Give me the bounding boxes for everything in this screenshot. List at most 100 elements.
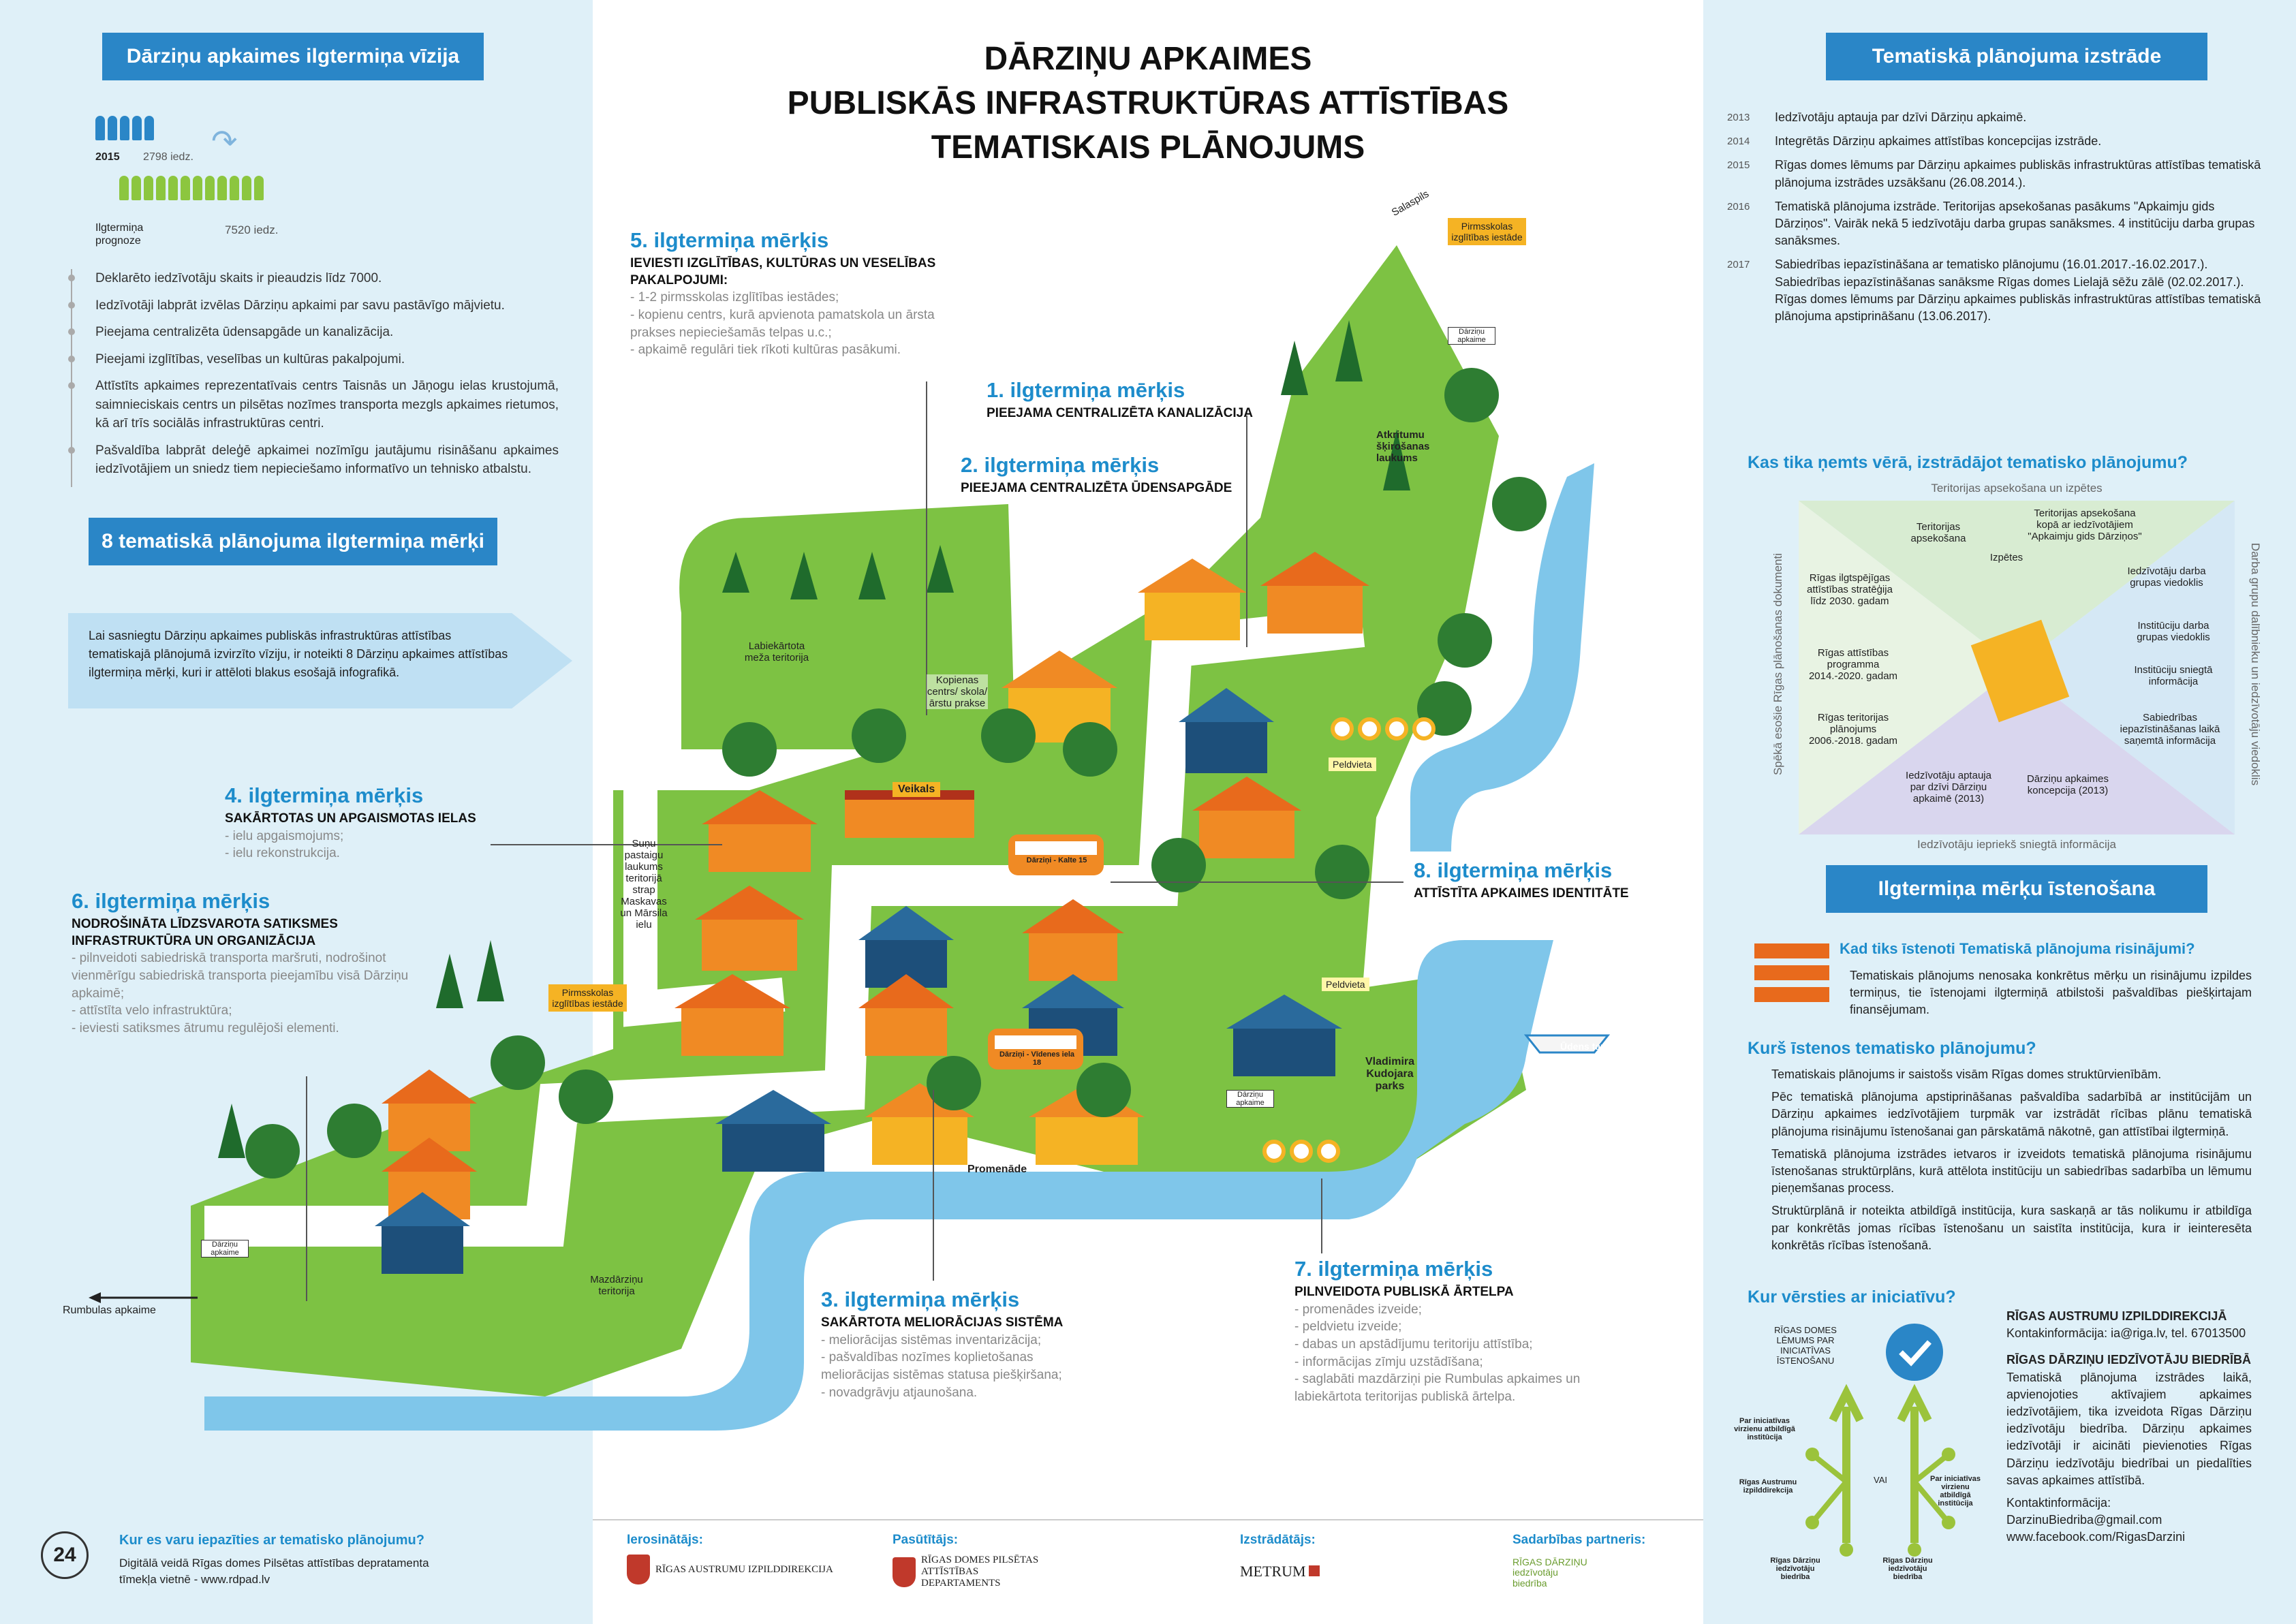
diagram-background xyxy=(1799,501,2235,834)
label-swimming-south: Peldvieta xyxy=(1322,978,1369,991)
label-park: Vladimira Kudojara parks xyxy=(1365,1056,1415,1092)
contacts: RĪGAS AUSTRUMU IZPILDDIREKCIJĀ Kontakinf… xyxy=(2006,1308,2252,1546)
goal-item: - saglabāti mazdārziņi pie Rumbulas apka… xyxy=(1294,1372,1581,1404)
diagram-left-label: Spēkā esošie Rīgas plānošanas dokumenti xyxy=(1771,552,1784,776)
footer-label: Izstrādātājs: xyxy=(1240,1533,1316,1547)
goals-ribbon: 8 tematiskā plānojuma ilgtermiņa mērķi xyxy=(89,518,497,565)
signpost-icon xyxy=(1754,943,1829,1002)
diagram-cell: Teritorijas apsekošana xyxy=(1910,521,1966,544)
goal-item: - peldvietu izveide; xyxy=(1294,1320,1402,1334)
person-icon xyxy=(217,176,227,200)
label-community-center: Kopienas centrs/ skola/ ārstu prakse xyxy=(927,674,988,709)
house-icon xyxy=(1022,899,1124,981)
diagram-right-label: Darba grupu dalībnieku un iedzīvotāju vi… xyxy=(2249,542,2262,786)
timeline-year: 2016 xyxy=(1727,200,1750,213)
contact-text: Tematiskā plānojuma izstrādes laikā, apv… xyxy=(2006,1370,2252,1487)
bus-label: Dārziņi - Kalte 15 xyxy=(1026,856,1087,864)
goal-title: 1. ilgtermiņa mērķis xyxy=(987,378,1185,402)
diagram-cell: Institūciju darba grupas viedoklis xyxy=(2137,620,2210,643)
sign-darzinu-north: Dārziņu apkaime xyxy=(1448,327,1495,345)
divider xyxy=(593,1519,1703,1520)
diagram-cell: Rīgas teritorijas plānojums 2006.-2018. … xyxy=(1808,712,1898,747)
label-preschool-north: Pirmsskolas izglītības iestāde xyxy=(1448,218,1526,245)
list-item: Iedzīvotāji labprāt izvēlas Dārziņu apka… xyxy=(68,296,559,315)
vision-list: Deklarēto iedzīvotāju skaits ir pieaudzi… xyxy=(68,269,559,487)
goal-1: 1. ilgtermiņa mērķis PIEEJAMA CENTRALIZĒ… xyxy=(987,378,1273,422)
goal-subtitle: PIEEJAMA CENTRALIZĒTA ŪDENSAPGĀDE xyxy=(961,481,1232,495)
footer-label: Sadarbības partneris: xyxy=(1512,1533,1646,1547)
house-icon xyxy=(1260,552,1369,634)
flow-label: Par iniciatīvas virzienu atbildīgā insti… xyxy=(1930,1475,1981,1508)
question-who: Kurš īstenos tematisko plānojumu? xyxy=(1748,1039,2036,1058)
label-swimming-north: Peldvieta xyxy=(1329,758,1376,771)
list-item: Pašvaldība labprāt deleģē apkaimei nozīm… xyxy=(68,441,559,479)
sign-darzinu-west: Dārziņu apkaime xyxy=(201,1240,249,1258)
goal-item: - kopienu centrs, kurā apvienota pamatsk… xyxy=(630,308,935,340)
contact-title: RĪGAS DĀRZIŅU IEDZĪVOTĀJU BIEDRĪBĀ xyxy=(2006,1353,2252,1367)
year-label: 2015 xyxy=(95,151,120,163)
paragraph: Tematiskā plānojuma izstrādes ietvaros i… xyxy=(1771,1146,2252,1196)
answer-when: Tematiskais plānojums nenosaka konkrētus… xyxy=(1850,969,2252,1017)
house-icon xyxy=(702,790,818,872)
initiative-flow xyxy=(1805,1324,1955,1557)
population-now xyxy=(95,116,273,144)
goal-7: 7. ilgtermiņa mērķis PILNVEIDOTA PUBLISK… xyxy=(1294,1257,1581,1406)
arrowhead-icon xyxy=(89,1292,101,1303)
footer-label: Pasūtītājs: xyxy=(893,1533,959,1547)
goal-subtitle: ATTĪSTĪTA APKAIMES IDENTITĀTE xyxy=(1414,886,1629,901)
goal-item: - meliorācijas sistēmas inventarizācija; xyxy=(821,1332,1042,1347)
forest-area xyxy=(679,504,1015,749)
flow-top-label: RĪGAS DOMES LĒMUMS PAR INICIATĪVAS ĪSTEN… xyxy=(1774,1325,1837,1366)
footer-org: METRUM xyxy=(1240,1563,1306,1580)
goal-6: 6. ilgtermiņa mērķis NODROŠINĀTA LĪDZSVA… xyxy=(72,889,419,1037)
footer-answer[interactable]: Digitālā veidā Rīgas domes Pilsētas attī… xyxy=(119,1557,429,1586)
label-water-taxi: Ūdens taxi xyxy=(1560,1041,1609,1052)
population-forecast xyxy=(119,176,324,204)
goal-subtitle: SAKĀRTOTAS UN APGAISMOTAS IELAS xyxy=(225,811,476,826)
goal-item: - informācijas zīmju uzstādīšana; xyxy=(1294,1354,1483,1369)
river-branch xyxy=(1410,463,1594,852)
goal-item: - ielu rekonstrukcija. xyxy=(225,846,340,861)
question-initiative: Kur vērsties ar iniciatīvu? xyxy=(1748,1287,1956,1307)
metrum-logo: METRUM xyxy=(1240,1563,1320,1580)
contact-info[interactable]: Kontaktinformācija: DarzinuBiedriba@gmai… xyxy=(2006,1495,2186,1544)
flow-label: Rīgas Dārziņu iedzīvotāju biedrība xyxy=(1882,1557,1933,1581)
river xyxy=(204,940,1553,1431)
footer-left: Kur es varu iepazīties ar tematisko plān… xyxy=(119,1533,460,1588)
person-icon xyxy=(205,176,215,200)
person-icon xyxy=(254,176,264,200)
person-icon xyxy=(132,116,142,140)
goal-item: - promenādes izveide; xyxy=(1294,1302,1422,1317)
flower-icon xyxy=(1262,717,1436,1163)
goal-title: 4. ilgtermiņa mērķis xyxy=(225,783,424,807)
footer-label: Ierosinātājs: xyxy=(627,1533,703,1547)
logo-24-icon: 24 xyxy=(41,1531,89,1579)
boat-icon xyxy=(1523,1034,1611,1054)
label-rumbulas: Rumbulas apkaime xyxy=(63,1305,156,1316)
metrum-mark-icon xyxy=(1308,1565,1320,1576)
paragraph: Struktūrplānā ir noteikta atbildīgā inst… xyxy=(1771,1204,2252,1252)
person-icon xyxy=(181,176,190,200)
vision-ribbon: Dārziņu apkaimes ilgtermiņa vīzija xyxy=(102,33,484,80)
goal-title: 2. ilgtermiņa mērķis xyxy=(961,453,1160,477)
contact-title: RĪGAS AUSTRUMU IZPILDDIREKCIJĀ xyxy=(2006,1309,2227,1323)
house-icon xyxy=(375,1192,470,1274)
diagram-cell: Rīgas attīstības programma 2014.-2020. g… xyxy=(1808,647,1898,682)
diagram-bottom-label: Iedzīvotāju iepriekš sniegtā informācija xyxy=(1917,838,2116,851)
development-ribbon: Tematiskā plānojuma izstrāde xyxy=(1826,33,2207,80)
person-icon xyxy=(144,116,154,140)
timeline-text: Rīgas domes lēmums par Dārziņu apkaimes … xyxy=(1775,158,2261,189)
person-icon xyxy=(230,176,239,200)
person-icon xyxy=(144,176,153,200)
page-title: DĀRZIŅU APKAIMES PUBLISKĀS INFRASTRUKTŪR… xyxy=(681,37,1615,170)
tree-icon xyxy=(245,368,1547,1178)
sign-darzinu-east: Dārziņu apkaime xyxy=(1226,1090,1274,1108)
timeline-year: 2017 xyxy=(1727,259,1750,271)
goal-subtitle: PILNVEIDOTA PUBLISKĀ ĀRTELPA xyxy=(1294,1285,1514,1299)
person-icon xyxy=(131,176,141,200)
footer-org: RĪGAS DOMES PILSĒTAS ATTĪSTĪBAS DEPARTAM… xyxy=(921,1555,1039,1589)
goal-item: - novadgrāvju atjaunošana. xyxy=(821,1385,978,1400)
list-item: Attīstīts apkaimes reprezentatīvais cent… xyxy=(68,377,559,433)
